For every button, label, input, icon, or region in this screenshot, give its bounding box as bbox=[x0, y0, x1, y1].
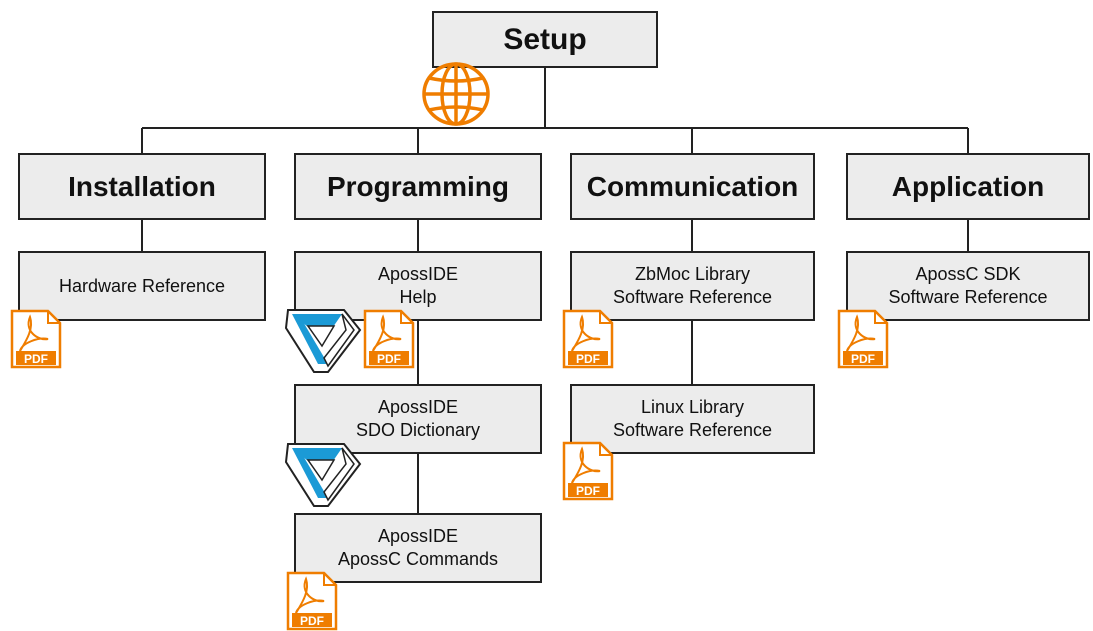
apossIDE-help-label: ApossIDE Help bbox=[377, 264, 459, 307]
communication-label: Communication bbox=[586, 170, 799, 202]
pdf-icon[interactable]: PDF bbox=[562, 441, 614, 501]
apossIDE-apossc-commands-label: ApossIDE ApossC Commands bbox=[337, 526, 499, 569]
hardware-reference-label: Hardware Reference bbox=[58, 275, 226, 296]
globe-icon[interactable] bbox=[420, 60, 492, 128]
linux-library-label: Linux Library Software Reference bbox=[612, 397, 773, 440]
pdf-icon[interactable]: PDF bbox=[837, 309, 889, 369]
apossIDE-apossc-commands-node[interactable]: ApossIDE ApossC Commands bbox=[294, 513, 542, 583]
zbmoc-library-node[interactable]: ZbMoc Library Software Reference bbox=[570, 251, 815, 321]
svg-text:PDF: PDF bbox=[576, 484, 600, 498]
svg-text:PDF: PDF bbox=[377, 352, 401, 366]
application-label: Application bbox=[891, 170, 1045, 202]
svg-text:PDF: PDF bbox=[300, 614, 324, 628]
apossc-sdk-node[interactable]: ApossC SDK Software Reference bbox=[846, 251, 1090, 321]
pdf-icon[interactable]: PDF bbox=[286, 571, 338, 631]
programming-node: Programming bbox=[294, 153, 542, 220]
programming-label: Programming bbox=[326, 170, 510, 202]
apossIDE-sdo-dictionary-label: ApossIDE SDO Dictionary bbox=[355, 397, 481, 440]
linux-library-node[interactable]: Linux Library Software Reference bbox=[570, 384, 815, 454]
application-node: Application bbox=[846, 153, 1090, 220]
svg-text:PDF: PDF bbox=[851, 352, 875, 366]
apossIDE-sdo-dictionary-node[interactable]: ApossIDE SDO Dictionary bbox=[294, 384, 542, 454]
setup-node: Setup bbox=[432, 11, 658, 68]
svg-text:PDF: PDF bbox=[576, 352, 600, 366]
apossIDE-logo-icon[interactable] bbox=[284, 436, 362, 510]
hardware-reference-node[interactable]: Hardware Reference bbox=[18, 251, 266, 321]
svg-text:PDF: PDF bbox=[24, 352, 48, 366]
pdf-icon[interactable]: PDF bbox=[10, 309, 62, 369]
communication-node: Communication bbox=[570, 153, 815, 220]
installation-node: Installation bbox=[18, 153, 266, 220]
installation-label: Installation bbox=[68, 170, 216, 202]
pdf-icon[interactable]: PDF bbox=[562, 309, 614, 369]
apossIDE-logo-icon[interactable] bbox=[284, 302, 362, 376]
pdf-icon[interactable]: PDF bbox=[363, 309, 415, 369]
apossc-sdk-label: ApossC SDK Software Reference bbox=[888, 264, 1048, 307]
zbmoc-library-label: ZbMoc Library Software Reference bbox=[612, 264, 773, 307]
setup-label: Setup bbox=[503, 22, 587, 56]
